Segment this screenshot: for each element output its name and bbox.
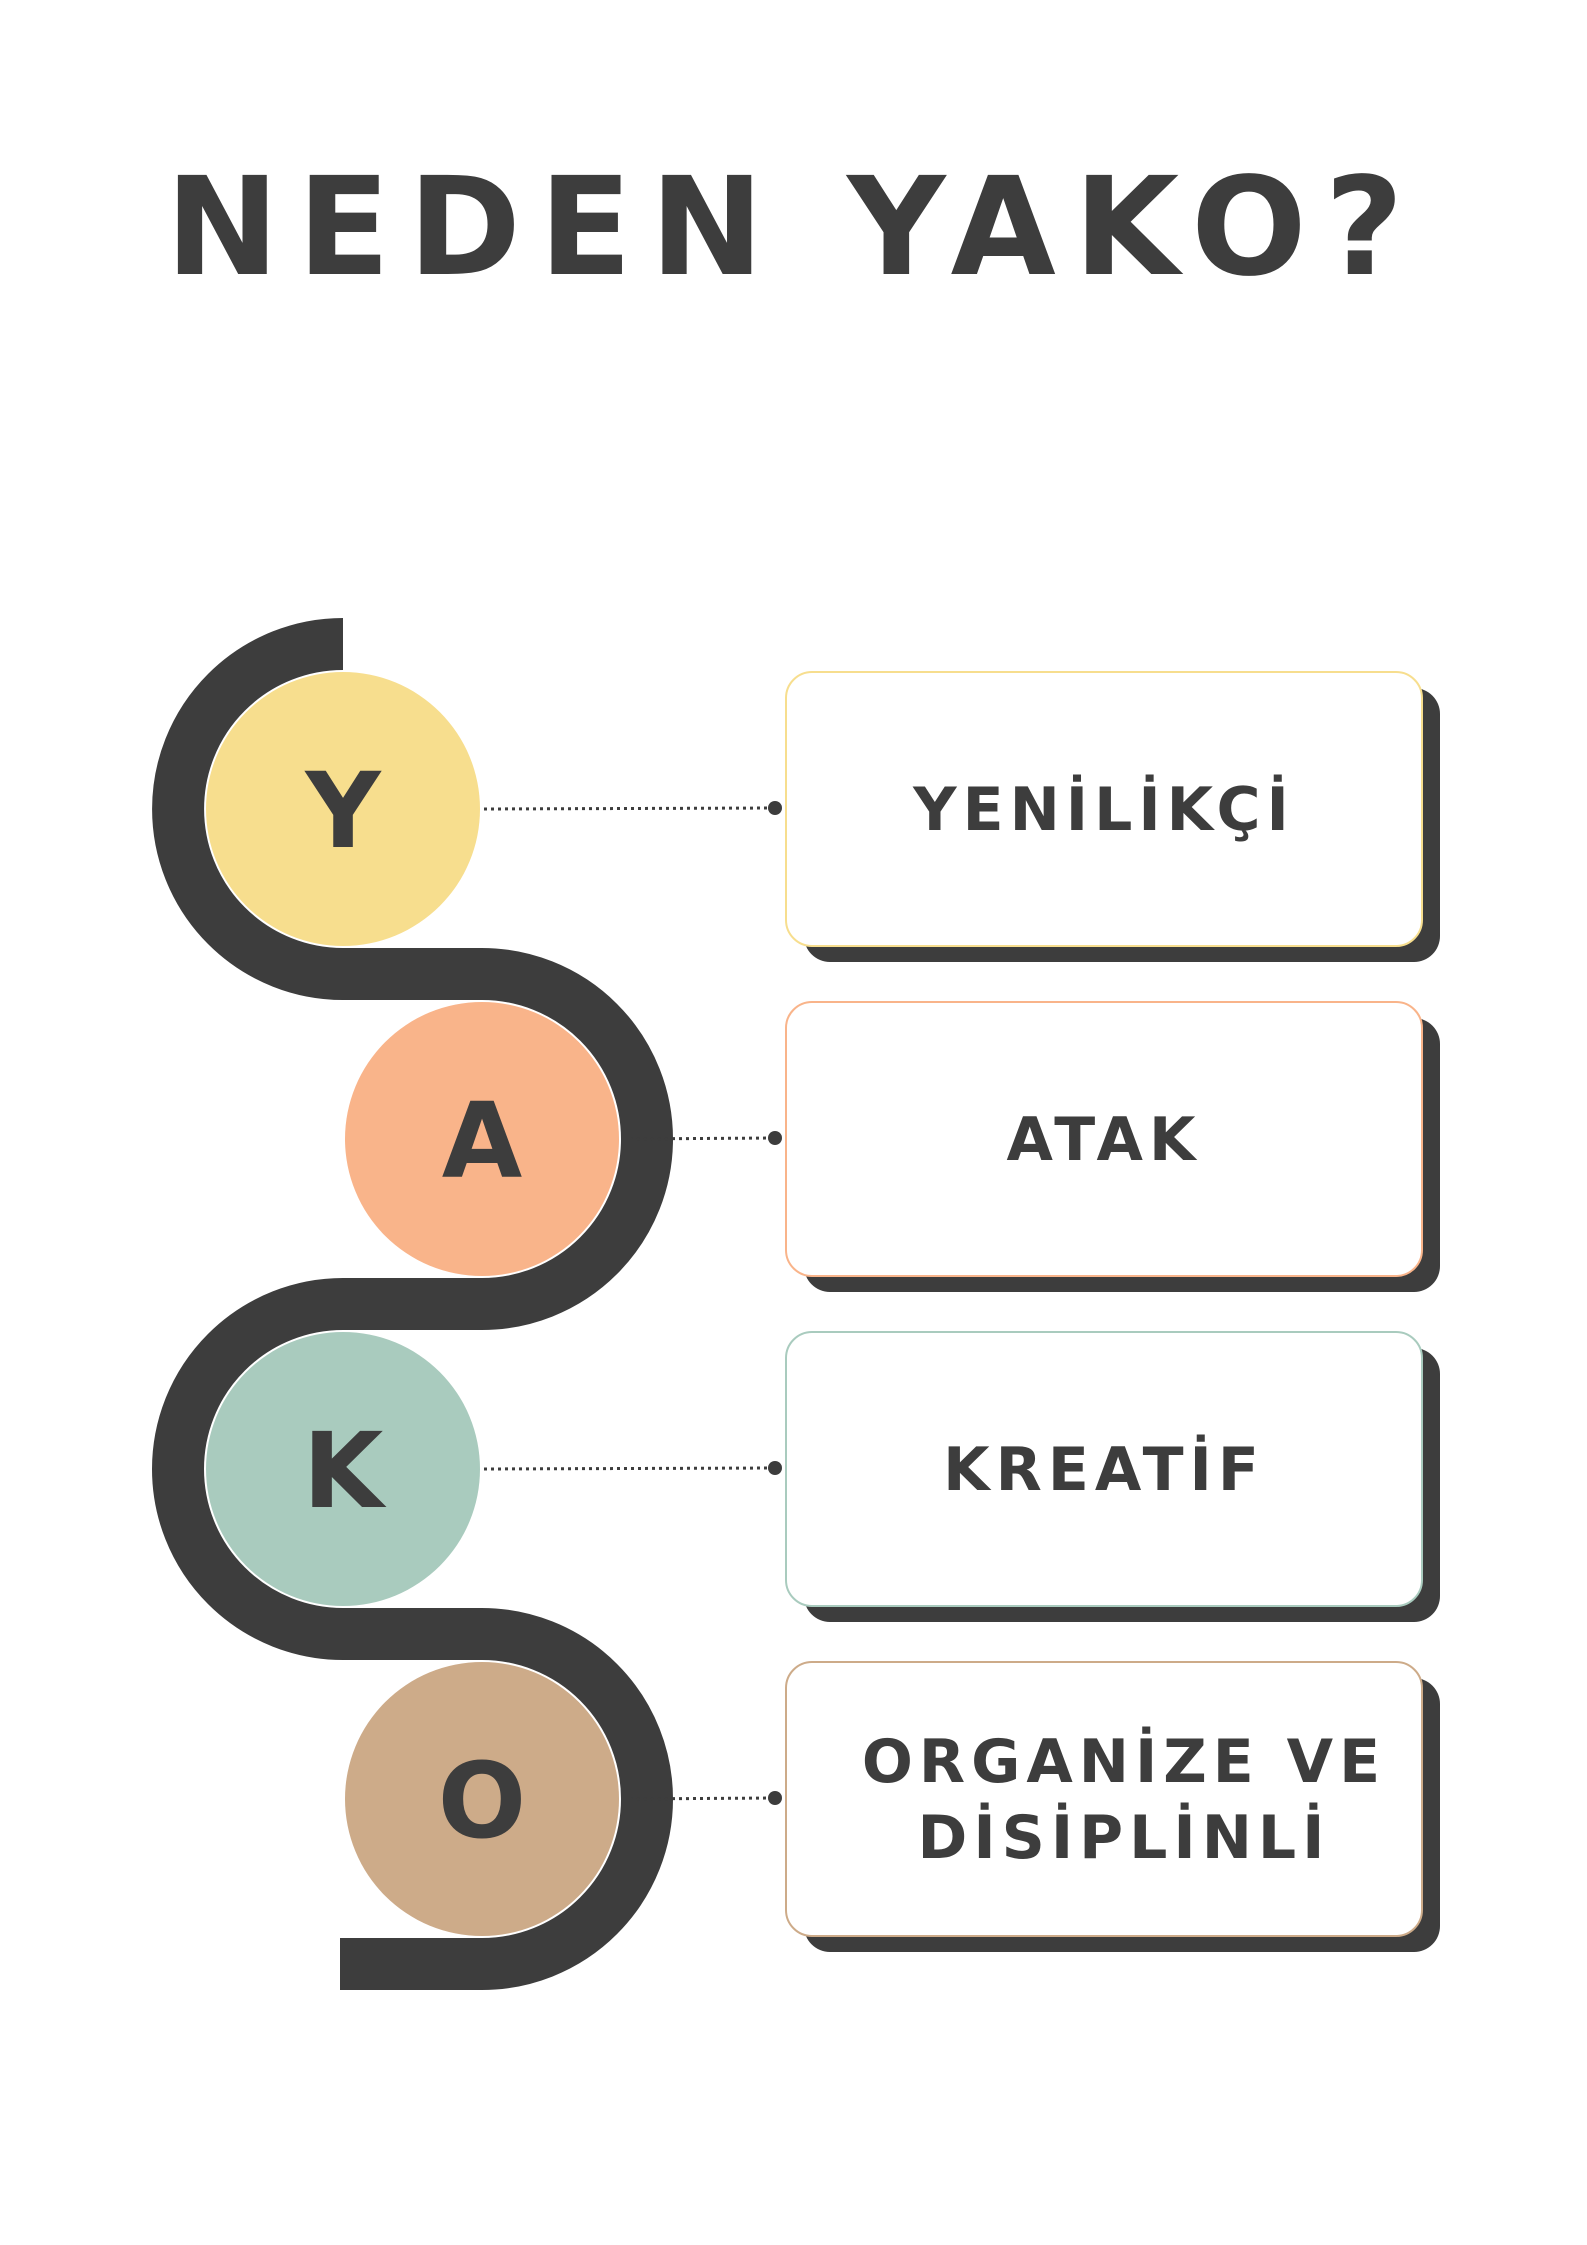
page-title: NEDEN YAKO?: [165, 149, 1422, 307]
card-label: KREATİF: [943, 1433, 1265, 1505]
connector-dot: [768, 801, 782, 815]
snake-path: [152, 618, 673, 1990]
connector-line: [483, 1466, 776, 1471]
letter-circle: [206, 672, 480, 946]
letter-label: A: [442, 1080, 523, 1202]
connector-dot: [768, 1131, 782, 1145]
card: [785, 1001, 1423, 1277]
letter-circle: [345, 1002, 619, 1276]
card-label: ATAK: [1007, 1105, 1202, 1175]
letter-circle: [206, 1332, 480, 1606]
item-y: Y YENİLİKÇİ: [206, 671, 1440, 962]
connector-line: [483, 806, 776, 811]
card: [785, 671, 1423, 947]
letter-circle: [345, 1662, 619, 1936]
card-label: ORGANİZE VE: [862, 1725, 1386, 1797]
card-label: DİSİPLİNLİ: [918, 1801, 1331, 1873]
connector-dot: [768, 1461, 782, 1475]
letter-label: O: [438, 1740, 526, 1862]
connector-line: [622, 1796, 776, 1801]
connector-dot: [768, 1791, 782, 1805]
connector-line: [622, 1136, 776, 1141]
letter-label: K: [303, 1410, 387, 1532]
card: [785, 1661, 1423, 1937]
card-label: YENİLİKÇİ: [912, 773, 1295, 845]
item-k: K KREATİF: [206, 1331, 1440, 1622]
item-list: Y YENİLİKÇİ A ATAK K KREATİF O ORGANİZE VEDİSİP…: [206, 671, 1440, 1952]
letter-label: Y: [303, 750, 382, 872]
item-a: A ATAK: [345, 1001, 1440, 1292]
card: [785, 1331, 1423, 1607]
